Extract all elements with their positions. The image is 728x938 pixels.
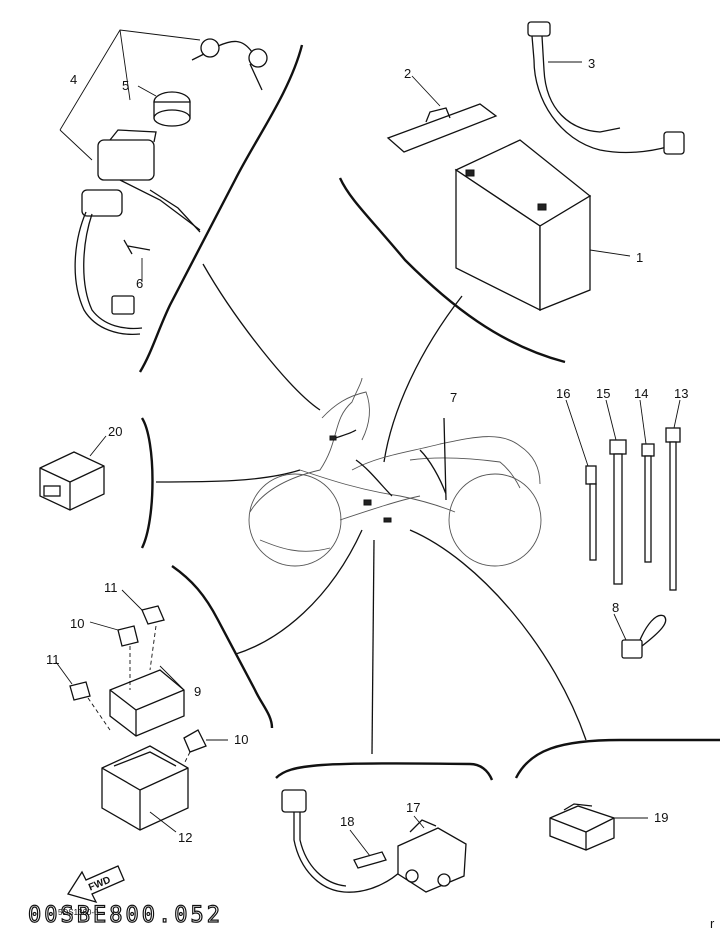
label-part-20: 20: [108, 424, 122, 439]
label-part-2: 2: [404, 66, 411, 81]
section-frames: [138, 44, 720, 781]
frame-rectifier: [514, 738, 720, 779]
connector-8: [613, 613, 667, 659]
label-part-15: 15: [596, 386, 610, 401]
part-number-labels: 1 2 3 4 5 6 7 8 9 10 10 11 11 12 13 14 1…: [46, 56, 688, 845]
flasher-relay: [39, 435, 107, 511]
label-part-10-right: 10: [234, 732, 248, 747]
label-part-11-top: 11: [104, 580, 118, 595]
label-part-4: 4: [70, 72, 77, 87]
label-part-10-top: 10: [70, 616, 84, 631]
rectifier: [549, 803, 648, 851]
label-part-12: 12: [178, 830, 192, 845]
frame-main-switch: [138, 44, 304, 373]
frame-battery: [338, 177, 566, 364]
label-part-9: 9: [194, 684, 201, 699]
diagram-code: 00SBE800.052: [28, 903, 223, 928]
label-part-13: 13: [674, 386, 688, 401]
frame-flasher: [140, 417, 154, 549]
label-part-11-left: 11: [46, 652, 60, 667]
label-part-7: 7: [450, 390, 457, 405]
battery-group: [386, 21, 685, 312]
small-part-code: 5DS1360-0: [58, 908, 99, 917]
label-part-6: 6: [136, 276, 143, 291]
cable-ties: [565, 399, 681, 591]
fwd-arrow-icon: FWD: [66, 865, 125, 904]
label-part-8: 8: [612, 600, 619, 615]
frame-starter: [275, 762, 494, 781]
label-part-14: 14: [634, 386, 648, 401]
frame-fuse-box: [171, 565, 274, 729]
main-switch-assembly: [59, 29, 268, 336]
label-part-16: 16: [556, 386, 570, 401]
label-part-1: 1: [636, 250, 643, 265]
starter-relay-group: [281, 789, 467, 893]
scooter-harness-outline: [248, 377, 542, 567]
label-part-19: 19: [654, 810, 668, 825]
label-part-18: 18: [340, 814, 354, 829]
corner-mark: r: [710, 916, 715, 931]
label-part-3: 3: [588, 56, 595, 71]
fuse-box-group: [55, 589, 228, 833]
label-part-17: 17: [406, 800, 420, 815]
label-part-5: 5: [122, 78, 129, 93]
harness-connector-lines: [155, 263, 587, 755]
